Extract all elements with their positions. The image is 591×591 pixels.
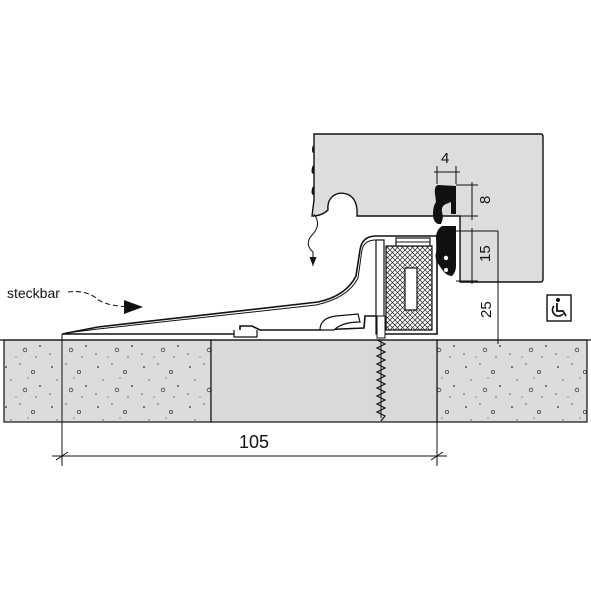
concrete-slab-right (436, 339, 588, 423)
ramp-foot-left (233, 330, 258, 338)
steckbar-callout: steckbar (7, 285, 143, 314)
wheelchair-accessible-icon (546, 294, 572, 322)
screw-thread (375, 339, 387, 422)
ramp-inner-skin (65, 239, 380, 334)
lower-seal (435, 226, 456, 276)
seals (433, 185, 456, 276)
concrete-floor (0, 339, 591, 423)
dimension-lines (52, 166, 499, 466)
steckbar-arrow (67, 291, 133, 308)
ramp-outer (61, 235, 438, 335)
insert-block (210, 339, 438, 423)
screw (375, 315, 387, 422)
drip-path-arrow (307, 213, 318, 266)
core-slot (404, 267, 418, 311)
ramp-hook-clip (319, 313, 361, 331)
dimension-texts: 4 8 15 25 105 (239, 150, 495, 452)
threshold-ramp-profile (61, 235, 438, 338)
water-drops (311, 145, 315, 195)
dim-floor-to-door: 25 (478, 301, 495, 318)
dim-threshold-width: 105 (239, 432, 269, 452)
upper-seal (433, 185, 456, 224)
concrete-slab-left (3, 339, 212, 423)
door-leaf (307, 133, 544, 283)
steckbar-label: steckbar (7, 285, 60, 301)
door-body (311, 133, 544, 283)
dim-gap-top: 4 (441, 150, 449, 167)
dim-seal-drop: 15 (477, 245, 494, 262)
dim-seal-height: 8 (477, 196, 494, 204)
